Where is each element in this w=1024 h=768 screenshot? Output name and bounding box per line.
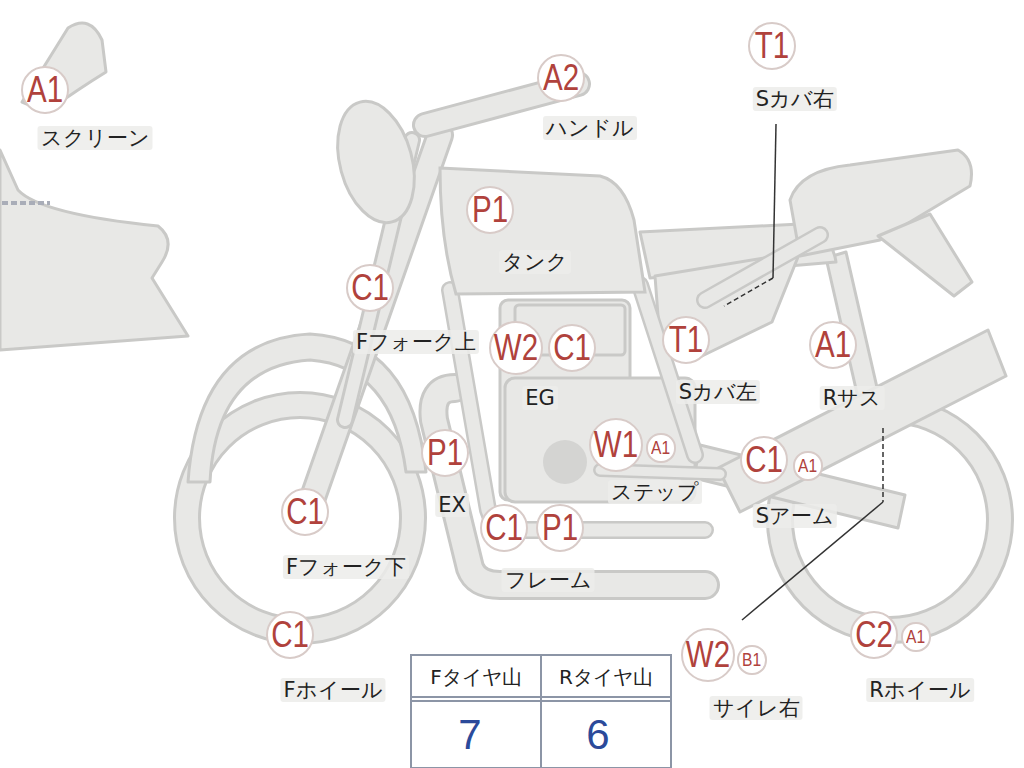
drawing-stroke [640,235,820,455]
drawing-stroke [188,334,426,482]
callout-code: A1 [815,327,851,363]
drawing-stroke [411,655,671,768]
callout-code: C1 [553,330,591,366]
callout-code: T1 [755,28,789,64]
drawing-stroke [882,428,884,502]
callout-code: P1 [427,435,463,471]
callout-circle: A2 [537,54,585,102]
part-name: フレーム [502,568,595,592]
drawing-stroke [640,235,820,455]
part-name: Sカバ右 [753,87,837,111]
leader-lines [724,124,883,620]
callout-circle: A1 [21,66,69,114]
callout-code: C1 [271,617,309,653]
drawing-stroke [187,405,413,631]
drawing-stroke [543,440,587,484]
callout-circle: C1 [281,488,329,536]
table-header: Fタイヤ山 [427,666,525,689]
drawing-stroke [440,168,645,294]
part-name: タンク [499,250,571,274]
callout-circle: C1 [480,504,528,552]
callout-code: C1 [485,510,523,546]
callout-circle: W1 [589,418,643,472]
callout-code: A2 [543,60,579,96]
callout-circle: W2 [681,628,735,682]
callout-code: W2 [686,637,730,673]
callout-circle: P1 [536,504,584,552]
callout-code: T1 [669,322,703,358]
callout-code: C2 [855,617,893,653]
part-name: Sカバ左 [676,380,760,404]
callout-circle: A1 [809,321,857,369]
part-name: EX [435,493,469,517]
table-value: 7 [455,711,484,759]
drawing-stroke [187,405,413,631]
part-name: Rホイール [866,678,974,702]
callout-circle: A1 [646,433,675,462]
callout-circle: A1 [901,622,930,651]
drawing-stroke [742,502,883,620]
callout-code: A1 [651,438,670,457]
callout-circle: C1 [346,264,394,312]
callout-code: P1 [472,192,508,228]
drawing-stroke [540,655,542,768]
part-name: Fホイール [280,678,385,702]
callout-code: C1 [745,442,783,478]
callout-code: W1 [594,427,638,463]
part-name: Sアーム [753,504,837,528]
callout-code: A1 [906,627,925,646]
bike-parts [0,23,1006,631]
callout-circle: T1 [748,22,796,70]
callout-code: C1 [351,270,389,306]
part-name: Rサス [820,386,885,410]
callout-code: C1 [286,494,324,530]
callout-code: A1 [798,456,817,475]
callout-circle: T1 [662,316,710,364]
cut-line [2,201,50,205]
part-name: ハンドル [543,116,637,140]
callout-circle: P1 [466,186,514,234]
part-name: Fフォーク下 [283,555,409,579]
callout-code: P1 [542,510,578,546]
part-name: ステップ [608,480,702,504]
callout-code: B1 [742,650,761,669]
table-value: 6 [583,711,612,759]
callout-circle: C1 [740,436,788,484]
callout-circle: B1 [737,645,766,674]
drawing-stroke [718,330,1006,512]
part-name: スクリーン [38,126,153,150]
callout-code: W2 [494,330,538,366]
drawing-stroke [773,124,776,278]
tire-table [411,655,671,768]
part-name: Fフォーク上 [353,330,479,354]
drawing-stroke [878,214,972,296]
part-name: EG [522,386,558,410]
table-header: Rタイヤ山 [556,666,656,689]
callout-circle: C1 [548,324,596,372]
drawing-stroke [724,278,773,306]
drawing-stroke [0,150,188,350]
part-name: サイレ右 [710,696,803,720]
callout-code: A1 [27,72,63,108]
callout-circle: A1 [793,451,822,480]
frame-tubes [305,84,820,585]
drawing-stroke [325,93,427,231]
callout-circle: W2 [489,321,543,375]
callout-circle: C2 [850,611,898,659]
callout-circle: P1 [421,429,469,477]
callout-circle: C1 [266,611,314,659]
